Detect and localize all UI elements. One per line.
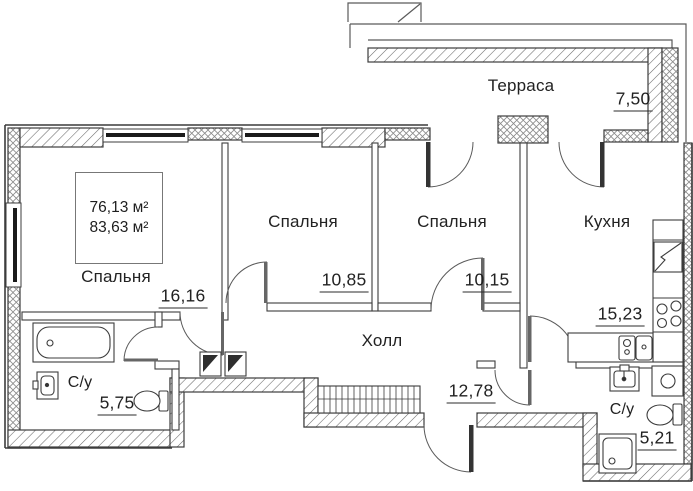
room-label-hall: Холл	[361, 331, 403, 350]
room-label-bedroom-left: Спальня	[81, 267, 151, 286]
windows	[5, 128, 323, 288]
door-swing-icon	[558, 141, 605, 188]
sink-icon	[32, 371, 59, 400]
bathtub-icon	[32, 322, 115, 363]
stove-icon	[656, 300, 682, 329]
washing-machine-icon	[651, 365, 684, 397]
room-label-bathroom-left: С/у	[67, 374, 93, 391]
kitchen-fixtures	[567, 219, 684, 363]
door-swing-icon	[225, 261, 268, 304]
terrace-parapet	[347, 2, 422, 22]
vent-shaft-icon	[224, 351, 247, 377]
kitchen-cabinet-strip	[652, 219, 684, 363]
kitchen-sink-icon	[567, 332, 654, 363]
door-swing-icon	[494, 369, 532, 406]
room-label-bedroom-right: Спальня	[417, 212, 487, 231]
bathroom-right-fixtures	[598, 364, 684, 474]
room-label-kitchen: Кухня	[583, 212, 631, 231]
room-area-bedroom-middle: 10,85	[319, 270, 369, 293]
window-icon	[5, 202, 22, 288]
room-label-terrace: Терраса	[487, 76, 555, 95]
outer-walls	[4, 115, 693, 482]
bathroom-left-fixtures	[32, 322, 169, 412]
room-label-bathroom-right: С/у	[609, 401, 635, 418]
room-area-bathroom-right: 5,21	[637, 428, 677, 451]
room-area-hall: 12,78	[446, 381, 496, 404]
apartment-area-infobox: 76,13 м² 83,63 м²	[75, 172, 163, 264]
partitions	[21, 142, 684, 431]
total-area-value: 83,63 м²	[89, 219, 149, 236]
room-label-bedroom-middle: Спальня	[268, 212, 338, 231]
hall-elements	[199, 351, 421, 414]
doors	[123, 141, 605, 473]
room-area-kitchen: 15,23	[595, 304, 645, 327]
living-area-value: 76,13 м²	[89, 199, 149, 216]
room-area-bathroom-left: 5,75	[97, 393, 137, 416]
shower-tray-icon	[598, 433, 637, 474]
door-swing-icon	[426, 141, 474, 188]
room-area-terrace: 7,50	[613, 89, 653, 112]
entrance-door-swing-icon	[423, 424, 474, 473]
kitchen-unit-icon	[653, 241, 683, 273]
door-swing-icon	[123, 326, 159, 362]
terrace-walls	[367, 47, 679, 143]
toilet-icon	[133, 390, 169, 412]
door-swing-icon	[430, 257, 485, 311]
toilet-icon	[646, 403, 683, 426]
washbasin-icon	[609, 364, 640, 392]
window-icon	[102, 128, 189, 143]
door-swing-icon	[179, 311, 224, 356]
vent-shaft-icon	[199, 351, 222, 377]
room-area-bedroom-right: 10,15	[462, 270, 512, 293]
radiator-icon	[317, 385, 421, 414]
window-icon	[241, 128, 323, 143]
room-area-bedroom-left: 16,16	[158, 286, 208, 309]
